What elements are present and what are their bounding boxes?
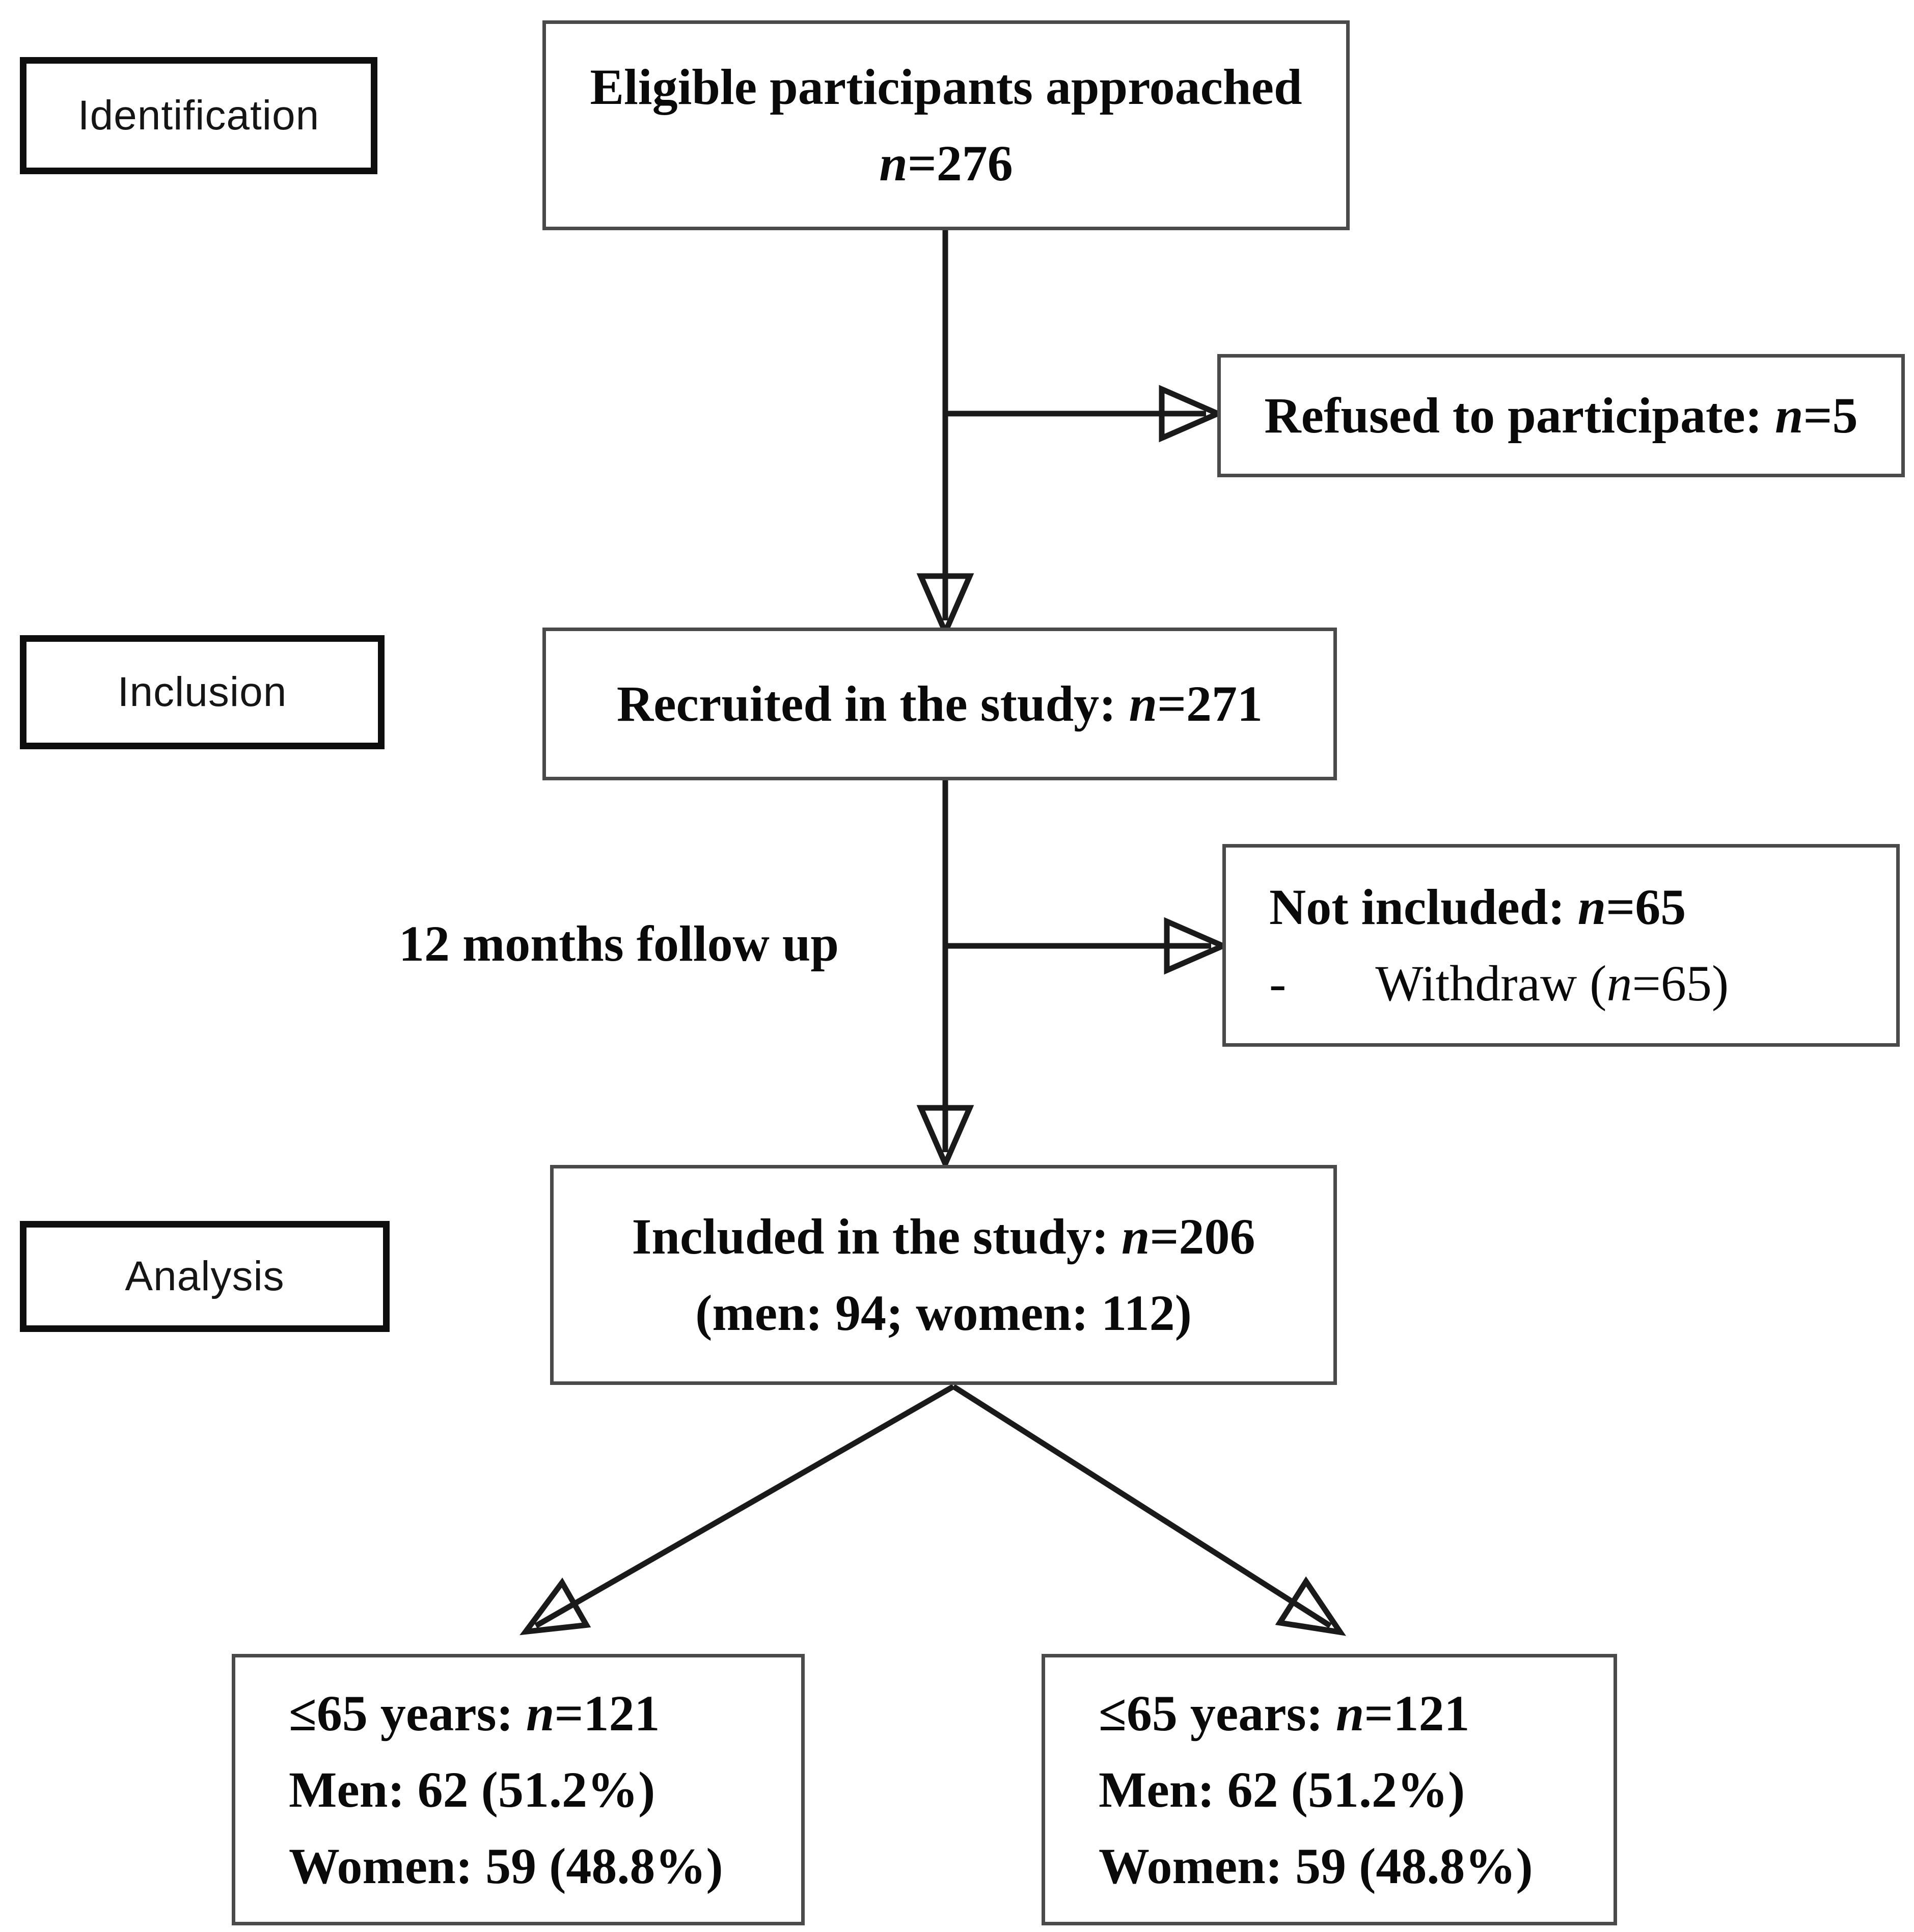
included-line: Included in the study: n=206 bbox=[632, 1208, 1255, 1265]
n-italic: n bbox=[1335, 1684, 1364, 1741]
stage-box-inclusion: Inclusion bbox=[20, 635, 385, 749]
n-italic: n bbox=[1577, 879, 1606, 935]
recruited-line: Recruited in the study: n=271 bbox=[616, 675, 1263, 732]
n-italic: n bbox=[1129, 675, 1158, 732]
eligible-count-line: n=276 bbox=[879, 135, 1013, 192]
n-italic: n bbox=[1121, 1208, 1150, 1265]
n-italic: n bbox=[1774, 387, 1803, 444]
arrow-included-to-age-left bbox=[519, 1384, 955, 1636]
age-left-line1: ≤65 years: n=121 bbox=[289, 1684, 660, 1741]
n-italic: n bbox=[879, 135, 908, 192]
bullet-dash: - bbox=[1269, 955, 1287, 1012]
flow-box-eligible: Eligible participants approached n=276 bbox=[542, 20, 1350, 230]
flow-box-not-included: Not included: n=65 -Withdraw (n=65) bbox=[1222, 844, 1900, 1047]
flow-box-refused: Refused to participate: n=5 bbox=[1217, 354, 1905, 477]
stage-box-identification: Identification bbox=[20, 57, 377, 174]
age-left-line3: Women: 59 (48.8%) bbox=[289, 1837, 723, 1894]
included-subtitle: (men: 94; women: 112) bbox=[695, 1285, 1192, 1341]
follow-up-label: 12 months follow up bbox=[398, 915, 839, 972]
age-right-line3: Women: 59 (48.8%) bbox=[1099, 1837, 1533, 1894]
age-right-line1: ≤65 years: n=121 bbox=[1099, 1684, 1470, 1741]
arrow-included-to-age-right bbox=[952, 1384, 1347, 1636]
n-italic: n bbox=[1606, 955, 1632, 1012]
flow-box-recruited: Recruited in the study: n=271 bbox=[542, 628, 1337, 780]
not-included-line: Not included: n=65 bbox=[1269, 879, 1686, 935]
stage-label-inclusion: Inclusion bbox=[117, 669, 287, 715]
n-italic: n bbox=[526, 1684, 555, 1741]
flow-box-age-group-right: ≤65 years: n=121 Men: 62 (51.2%) Women: … bbox=[1042, 1654, 1617, 1925]
eligible-title-line: Eligible participants approached bbox=[590, 59, 1302, 115]
stage-label-analysis: Analysis bbox=[125, 1253, 285, 1299]
age-right-line2: Men: 62 (51.2%) bbox=[1099, 1761, 1465, 1818]
stage-box-analysis: Analysis bbox=[20, 1221, 390, 1332]
age-left-line2: Men: 62 (51.2%) bbox=[289, 1761, 655, 1818]
withdraw-line: -Withdraw (n=65) bbox=[1269, 945, 1729, 1022]
flow-box-included: Included in the study: n=206 (men: 94; w… bbox=[550, 1165, 1337, 1385]
stage-label-identification: Identification bbox=[77, 92, 320, 139]
refused-line: Refused to participate: n=5 bbox=[1264, 387, 1858, 444]
flow-box-age-group-left: ≤65 years: n=121 Men: 62 (51.2%) Women: … bbox=[232, 1654, 805, 1925]
